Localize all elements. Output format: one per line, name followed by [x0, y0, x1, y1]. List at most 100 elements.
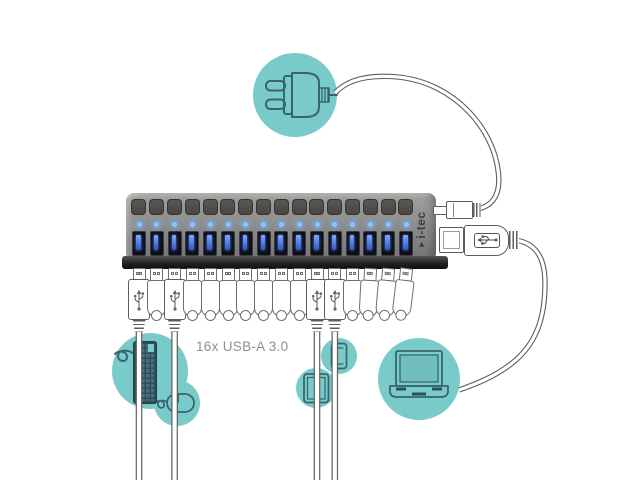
usb-plug-tip [292, 268, 306, 281]
usb-a-port [399, 231, 413, 256]
itec-logo-text: i-tec [414, 211, 428, 239]
hub-port-button [184, 199, 200, 215]
power-cable [333, 73, 502, 212]
tip-contact-hole [405, 272, 410, 276]
connector-flash-drive [270, 268, 292, 334]
hub-port-button [327, 199, 343, 215]
connector-cable-plug-keyboard [128, 268, 150, 334]
flash-drive-hole [347, 310, 359, 321]
usb-a-port [363, 231, 378, 256]
hub-port-button [202, 199, 218, 215]
tip-contact-hole [228, 272, 232, 275]
usb-b-plug-tip [439, 227, 464, 253]
hub-port-button [273, 199, 289, 215]
hub-port-button [345, 199, 360, 215]
tip-contact-hole [174, 272, 178, 275]
hub-port-button [362, 199, 378, 215]
usb-a-port [203, 231, 218, 256]
hub-led [367, 222, 373, 227]
itec-logo: ▸ i-tec [413, 200, 429, 258]
tip-contact-hole [299, 272, 303, 275]
usb-plug-strain-relief [310, 320, 324, 332]
connector-flash-drive [235, 268, 257, 334]
flash-drive-hole [204, 310, 216, 321]
tip-contact-hole [349, 272, 353, 275]
hub-led [296, 222, 302, 227]
dc-power-plug-body [446, 201, 473, 219]
usb-b-cable [458, 237, 548, 393]
hub-port-button [238, 199, 254, 215]
usb-a-port [327, 231, 342, 256]
usb-logo-icon [133, 289, 144, 311]
usb-plug-body [306, 279, 328, 320]
usb-plug-strain-relief [328, 320, 342, 332]
hub-led [278, 222, 284, 227]
tip-contact-hole [370, 272, 374, 276]
dc-power-plug-tip [433, 205, 447, 215]
tip-contact-hole [281, 272, 285, 275]
usb-port-tongue [331, 235, 337, 250]
usb-port-tongue [403, 235, 408, 250]
usb-hub-front-bar [122, 256, 448, 269]
usb-a-port [256, 231, 271, 256]
usb-b-strain-relief [509, 231, 519, 249]
usb-ss-logo [473, 232, 500, 248]
hub-port-button [131, 199, 147, 215]
usb-port-tongue [349, 235, 355, 250]
hub-port-button [256, 199, 271, 215]
hub-port-button [291, 199, 307, 215]
tip-contact-hole [313, 272, 317, 275]
usb-port-tongue [136, 235, 141, 250]
flash-drive-hole [222, 310, 234, 321]
usb-plug-body [323, 279, 346, 320]
tip-contact-hole [331, 272, 335, 275]
usb-logo-icon [169, 289, 180, 311]
tip-contact-hole [260, 272, 264, 275]
hub-led [350, 222, 356, 227]
flash-drive-hole [293, 310, 305, 321]
hub-led [207, 222, 213, 227]
usb-port-tongue [314, 235, 319, 250]
usb-plug-tip [274, 268, 288, 281]
tip-contact-hole [135, 272, 139, 275]
usb-port-tongue [367, 235, 372, 250]
tip-contact-hole [317, 272, 321, 275]
connector-flash-drive [217, 268, 239, 334]
connector-flash-drive [146, 268, 168, 334]
hub-led [385, 222, 391, 227]
keyboard-notch [148, 344, 154, 352]
tip-contact-hole [189, 272, 193, 275]
flash-drive-hole [186, 310, 198, 321]
itec-logo-triangle: ▸ [415, 241, 426, 247]
usb-a-port [238, 231, 253, 256]
usb-port-tongue [260, 235, 266, 250]
usb-port-tongue [207, 235, 212, 250]
connector-flash-drive [253, 268, 275, 334]
hub-led [225, 222, 231, 227]
tip-contact-hole [139, 272, 143, 275]
tip-contact-hole [153, 272, 157, 275]
tip-contact-hole [335, 272, 339, 275]
usb-a-port [381, 231, 396, 256]
usb-port-tongue [278, 235, 283, 250]
flash-drive-hole [394, 309, 407, 322]
tip-contact-hole [352, 272, 356, 275]
hub-port-button [149, 199, 165, 215]
flash-drive-hole [275, 310, 287, 321]
hub-led [243, 222, 249, 227]
usb-plug-strain-relief [168, 320, 182, 332]
usb-a-port [149, 231, 164, 256]
hub-led [172, 222, 178, 227]
tip-contact-hole [192, 272, 196, 275]
connector-cable-plug-smartphone [306, 268, 328, 334]
hub-led [314, 222, 320, 227]
usb-port-tongue [171, 235, 177, 250]
usb-b-tip-detail [443, 231, 460, 249]
tip-contact-hole [278, 272, 282, 275]
usb-port-tongue [189, 235, 194, 250]
tip-contact-hole [224, 272, 228, 275]
usb-a-port [221, 231, 235, 256]
usb-port-tongue [385, 235, 390, 250]
tip-contact-hole [263, 272, 267, 275]
